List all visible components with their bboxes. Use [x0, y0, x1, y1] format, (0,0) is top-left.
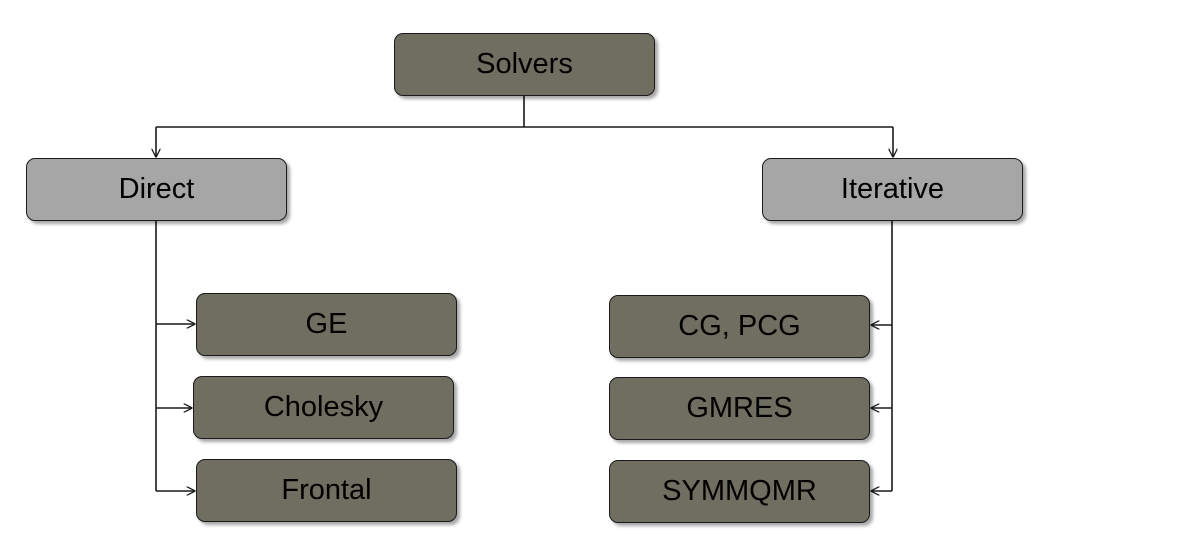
method-node-symmqmr: SYMMQMR: [609, 460, 870, 523]
method-label-ge: GE: [305, 308, 348, 340]
root-node-label: Solvers: [476, 48, 573, 80]
method-label-gmres: GMRES: [686, 392, 793, 424]
category-label-direct: Direct: [118, 173, 195, 205]
method-node-cg-pcg: CG, PCG: [609, 295, 870, 358]
category-node-direct: Direct: [26, 158, 287, 221]
root-to-categories-connector: [156, 96, 893, 128]
method-label-cholesky: Cholesky: [263, 391, 384, 423]
category-label-iterative: Iterative: [840, 173, 945, 205]
method-node-gmres: GMRES: [609, 377, 870, 440]
method-node-cholesky: Cholesky: [193, 376, 454, 439]
method-label-frontal: Frontal: [281, 474, 372, 506]
method-node-ge: GE: [196, 293, 457, 356]
method-node-frontal: Frontal: [196, 459, 457, 522]
root-node-solvers: Solvers: [394, 33, 655, 96]
method-label-cg-pcg: CG, PCG: [678, 310, 801, 342]
category-node-iterative: Iterative: [762, 158, 1023, 221]
method-label-symmqmr: SYMMQMR: [662, 475, 817, 507]
